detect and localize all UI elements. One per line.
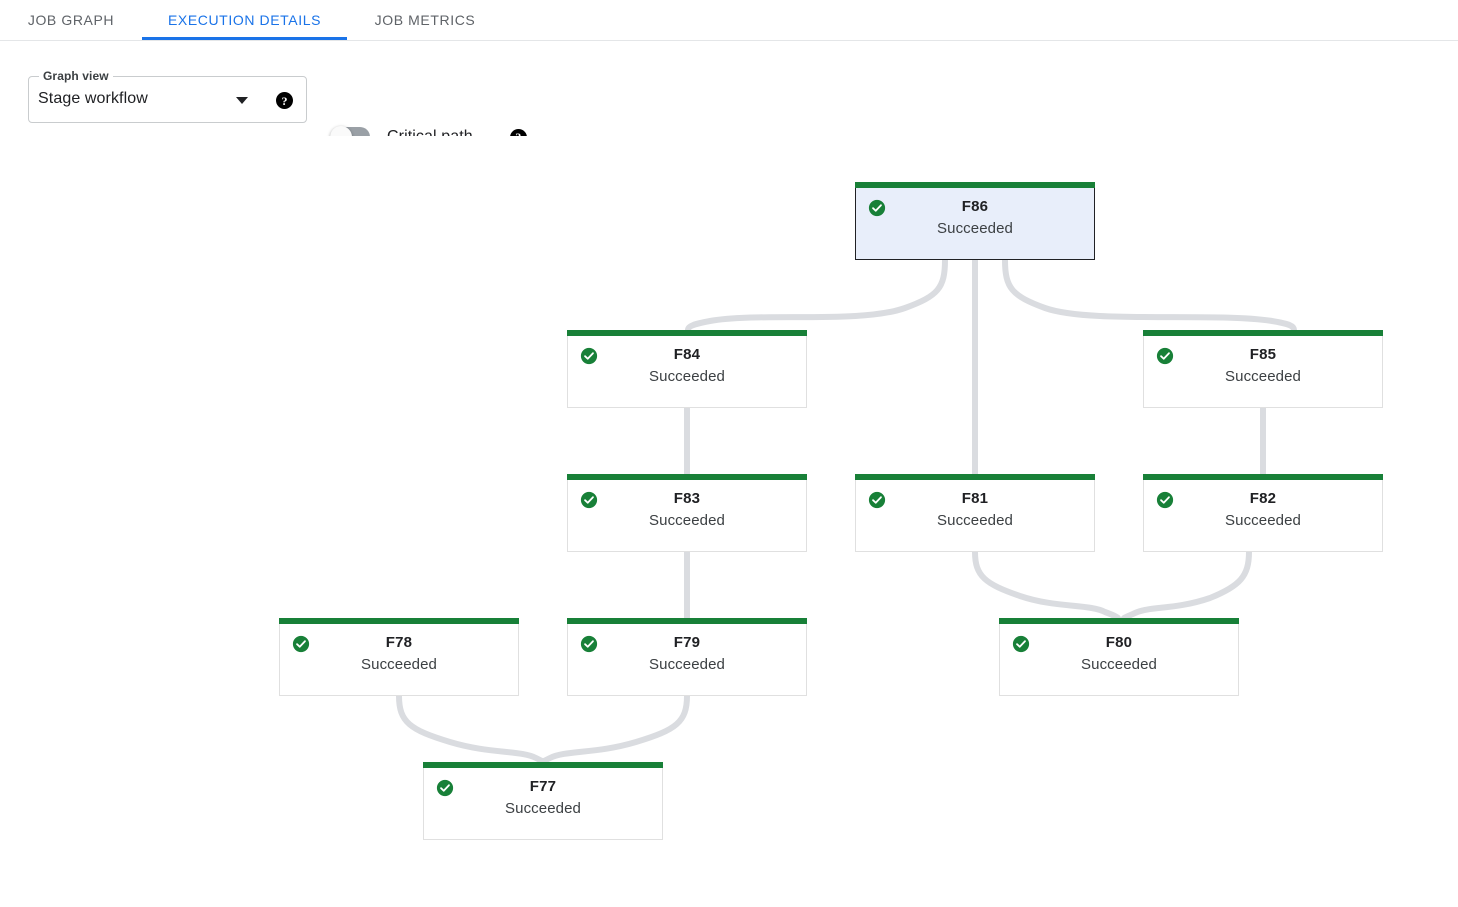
graph-edge <box>396 693 548 765</box>
tab-execution-details-label: EXECUTION DETAILS <box>167 12 322 28</box>
node-status-bar <box>279 618 519 624</box>
check-circle-icon <box>436 779 454 797</box>
node-status-bar <box>1143 474 1383 480</box>
tab-job-metrics-label: JOB METRICS <box>374 12 476 28</box>
graph-view-select[interactable]: Graph view Stage workflow ? <box>28 69 307 123</box>
node-status-bar <box>1143 330 1383 336</box>
tab-execution-details[interactable]: EXECUTION DETAILS <box>142 0 347 40</box>
node-title: F78 <box>385 634 413 651</box>
node-title: F82 <box>1249 490 1277 507</box>
graph-edge <box>685 257 948 333</box>
node-title: F79 <box>673 634 701 651</box>
graph-edge <box>1002 257 1297 333</box>
check-circle-icon <box>580 635 598 653</box>
check-circle-icon <box>580 347 598 365</box>
toolbar: Graph view Stage workflow ? Critical pat… <box>0 41 1458 148</box>
node-title: F83 <box>673 490 701 507</box>
graph-edge <box>1121 549 1252 621</box>
tab-job-graph-label: JOB GRAPH <box>27 12 115 28</box>
node-title: F77 <box>529 778 557 795</box>
check-circle-icon <box>1156 347 1174 365</box>
node-status-bar <box>999 618 1239 624</box>
node-status: Succeeded <box>937 220 1013 237</box>
node-status-bar <box>567 618 807 624</box>
node-status-bar <box>423 762 663 768</box>
graph-edge <box>538 693 690 765</box>
check-circle-icon <box>580 491 598 509</box>
node-status: Succeeded <box>649 656 725 673</box>
node-status: Succeeded <box>1225 512 1301 529</box>
active-tab-underline <box>142 37 347 40</box>
node-status: Succeeded <box>937 512 1013 529</box>
node-status: Succeeded <box>361 656 437 673</box>
tab-job-metrics[interactable]: JOB METRICS <box>363 0 487 40</box>
graph-view-selected-value: Stage workflow <box>38 90 148 107</box>
node-title: F81 <box>961 490 989 507</box>
node-status: Succeeded <box>505 800 581 817</box>
check-circle-icon <box>1012 635 1030 653</box>
tab-job-graph[interactable]: JOB GRAPH <box>16 0 126 40</box>
check-circle-icon <box>292 635 310 653</box>
node-status: Succeeded <box>649 368 725 385</box>
node-title: F80 <box>1105 634 1133 651</box>
graph-edge <box>972 549 1121 621</box>
chevron-down-icon[interactable] <box>236 97 248 104</box>
node-status-bar <box>567 474 807 480</box>
graph-view-help-icon[interactable]: ? <box>276 92 293 109</box>
graph-edges <box>396 257 1297 765</box>
check-circle-icon <box>868 491 886 509</box>
node-status: Succeeded <box>1081 656 1157 673</box>
node-status: Succeeded <box>649 512 725 529</box>
tab-bar: JOB GRAPH EXECUTION DETAILS JOB METRICS <box>0 0 1458 41</box>
check-circle-icon <box>1156 491 1174 509</box>
check-circle-icon <box>868 199 886 217</box>
node-status-bar <box>855 474 1095 480</box>
node-title: F86 <box>961 198 989 215</box>
graph-view-label: Graph view <box>39 69 113 83</box>
node-status-bar <box>855 182 1095 188</box>
node-title: F85 <box>1249 346 1277 363</box>
node-status: Succeeded <box>1225 368 1301 385</box>
node-title: F84 <box>673 346 701 363</box>
node-status-bar <box>567 330 807 336</box>
